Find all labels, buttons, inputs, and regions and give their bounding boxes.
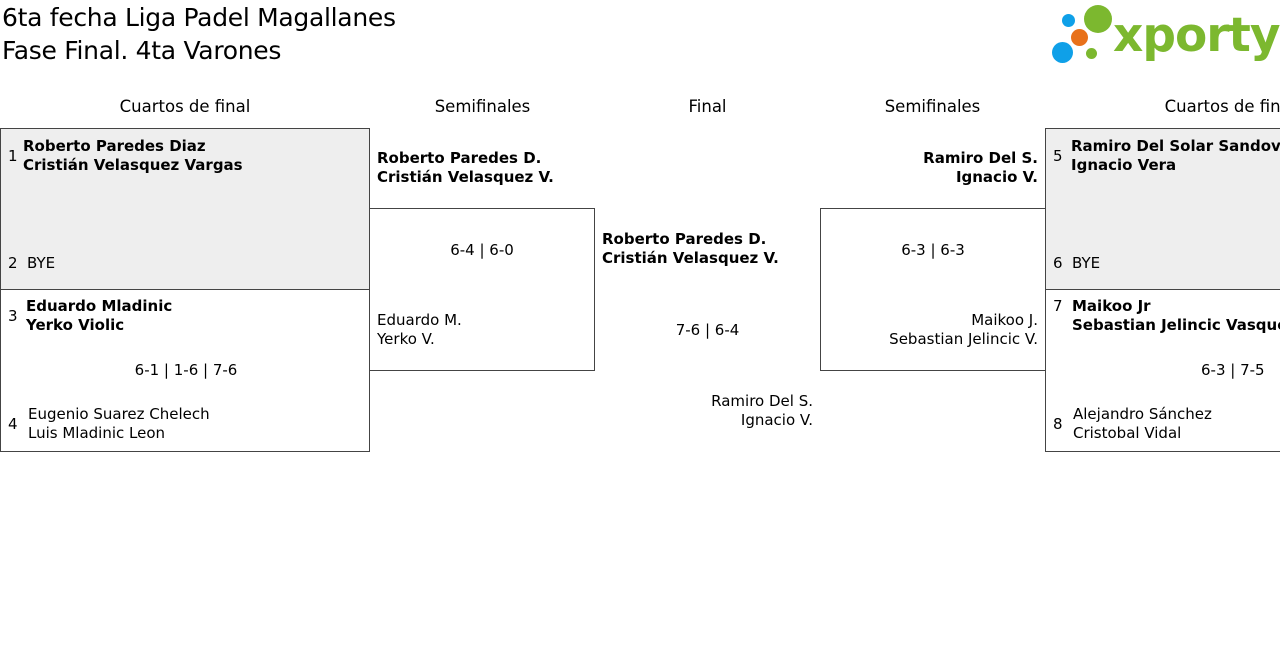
team-top[interactable]: Eduardo Mladinic Yerko Violic	[26, 297, 172, 335]
match-score: 6-3 | 7-5	[1201, 361, 1265, 379]
team-bottom[interactable]: Alejandro Sánchez Cristobal Vidal	[1073, 405, 1212, 443]
player-name: Yerko Violic	[26, 316, 125, 334]
right-quarter-match-1[interactable]: 5 Ramiro Del Solar Sandoval Ignacio Vera…	[1045, 128, 1280, 290]
logo-dot-blue-top	[1062, 14, 1075, 27]
match-score: 6-4 | 6-0	[450, 241, 514, 259]
seed-number: 8	[1053, 415, 1063, 433]
seed-number: 1	[8, 147, 18, 165]
player-name: Ignacio V.	[955, 168, 1038, 186]
round-header-right-quarters: Cuartos de final	[1164, 97, 1280, 116]
left-semi-team-top[interactable]: Roberto Paredes D. Cristián Velasquez V.	[377, 149, 554, 187]
seed-number: 2	[8, 254, 18, 272]
round-header-final: Final	[688, 97, 727, 116]
seed-number: 3	[8, 307, 18, 325]
player-name: Cristobal Vidal	[1073, 424, 1182, 442]
right-semi-team-top[interactable]: Ramiro Del S. Ignacio V.	[820, 149, 1038, 187]
team-top[interactable]: Roberto Paredes Diaz Cristián Velasquez …	[23, 137, 243, 175]
player-name: Luis Mladinic Leon	[28, 424, 166, 442]
left-semi-team-bottom[interactable]: Eduardo M. Yerko V.	[377, 311, 462, 349]
seed-number: 7	[1053, 297, 1063, 315]
player-name: Yerko V.	[377, 330, 435, 348]
page-title: 6ta fecha Liga Padel Magallanes	[2, 3, 396, 32]
seed-number: 6	[1053, 254, 1063, 272]
final-score: 7-6 | 6-4	[675, 321, 740, 339]
logo-dot-blue-bottom	[1052, 42, 1073, 63]
left-quarter-match-1[interactable]: 1 Roberto Paredes Diaz Cristián Velasque…	[0, 128, 370, 290]
round-header-left-quarters: Cuartos de final	[119, 97, 251, 116]
team-top[interactable]: Maikoo Jr Sebastian Jelincic Vasquez	[1072, 297, 1280, 335]
logo-dot-green-bottom	[1086, 48, 1097, 59]
player-name: Ramiro Del S.	[923, 149, 1038, 167]
team-bottom[interactable]: Eugenio Suarez Chelech Luis Mladinic Leo…	[28, 405, 210, 443]
match-score: 6-1 | 1-6 | 7-6	[134, 361, 238, 379]
xporty-logo[interactable]: xporty	[1050, 4, 1280, 68]
player-name: Ignacio V.	[740, 411, 813, 429]
player-name: Eugenio Suarez Chelech	[28, 405, 210, 423]
player-name: Alejandro Sánchez	[1073, 405, 1212, 423]
player-name: Sebastian Jelincic V.	[889, 330, 1038, 348]
bye-label: BYE	[1072, 254, 1101, 272]
player-name: Maikoo J.	[971, 311, 1038, 329]
player-name: Roberto Paredes D.	[602, 230, 767, 248]
left-semi-match[interactable]: 6-4 | 6-0 Eduardo M. Yerko V.	[369, 208, 595, 371]
player-name: Cristián Velasquez V.	[377, 168, 554, 186]
logo-dot-orange	[1071, 29, 1088, 46]
match-score: 6-3 | 6-3	[901, 241, 965, 259]
player-name: Ramiro Del S.	[711, 392, 813, 410]
team-top[interactable]: Ramiro Del Solar Sandoval Ignacio Vera	[1071, 137, 1280, 175]
player-name: Sebastian Jelincic Vasquez	[1072, 316, 1280, 334]
player-name: Ignacio Vera	[1071, 156, 1177, 174]
player-name: Eduardo M.	[377, 311, 462, 329]
left-quarter-match-2[interactable]: 3 Eduardo Mladinic Yerko Violic 6-1 | 1-…	[0, 289, 370, 452]
player-name: Maikoo Jr	[1072, 297, 1151, 315]
player-name: Ramiro Del Solar Sandoval	[1071, 137, 1280, 155]
player-name: Roberto Paredes D.	[377, 149, 542, 167]
right-quarter-match-2[interactable]: 7 Maikoo Jr Sebastian Jelincic Vasquez 6…	[1045, 289, 1280, 452]
right-semi-match[interactable]: 6-3 | 6-3 Maikoo J. Sebastian Jelincic V…	[820, 208, 1046, 371]
player-name: Eduardo Mladinic	[26, 297, 173, 315]
player-name: Cristián Velasquez V.	[602, 249, 779, 267]
team-bottom[interactable]: BYE	[1072, 254, 1100, 273]
logo-wordmark: xporty	[1113, 8, 1280, 63]
logo-dot-green-top	[1084, 5, 1112, 33]
final-team-bottom[interactable]: Ramiro Del S. Ignacio V.	[595, 392, 813, 430]
seed-number: 4	[8, 415, 18, 433]
final-team-top[interactable]: Roberto Paredes D. Cristián Velasquez V.	[602, 230, 779, 268]
round-header-left-semis: Semifinales	[434, 97, 531, 116]
player-name: Roberto Paredes Diaz	[23, 137, 206, 155]
round-header-right-semis: Semifinales	[884, 97, 981, 116]
right-semi-team-bottom[interactable]: Maikoo J. Sebastian Jelincic V.	[821, 311, 1038, 349]
player-name: Cristián Velasquez Vargas	[23, 156, 243, 174]
page-subtitle: Fase Final. 4ta Varones	[2, 36, 282, 65]
seed-number: 5	[1053, 147, 1063, 165]
bye-label: BYE	[27, 254, 56, 272]
team-bottom[interactable]: BYE	[27, 254, 55, 273]
